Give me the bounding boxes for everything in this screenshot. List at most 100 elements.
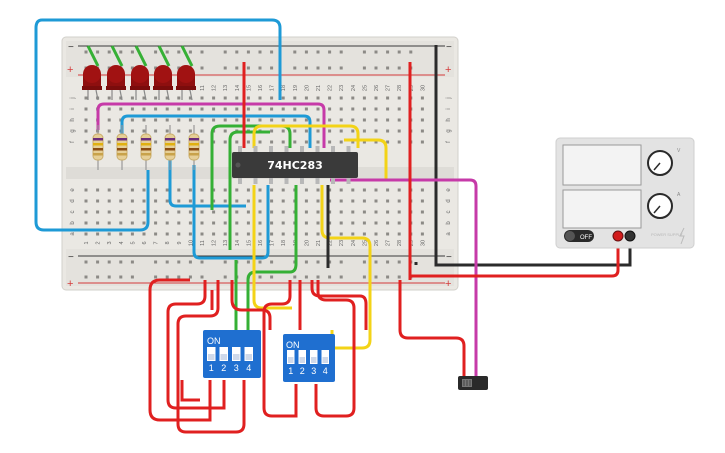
slide-switch[interactable] [458,376,488,390]
rail-minus-top-right: − [446,42,452,53]
breadboard-hole [316,188,320,192]
rail-hole [200,260,204,264]
column-number-top: 27 [386,85,392,91]
rail-minus-top-left: − [68,42,74,53]
breadboard-hole [420,199,424,203]
rail-hole [397,66,401,70]
breadboard-hole [420,107,424,111]
column-number-bottom: 28 [397,240,403,246]
breadboard-hole [223,129,227,133]
breadboard-hole [246,96,250,100]
breadboard-hole [339,232,343,236]
row-letter: h [446,118,452,121]
breadboard-hole [165,199,169,203]
rail-minus-bottom-right: − [446,252,452,263]
rail-minus-bottom-left: − [68,252,74,263]
breadboard-hole [397,129,401,133]
breadboard-hole [177,129,181,133]
breadboard-hole [200,107,204,111]
wire-red-loop-left [180,290,214,402]
ic-pin [269,146,273,153]
rail-hole [397,260,401,264]
column-number-bottom: 23 [339,240,345,246]
column-number-bottom: 13 [223,240,229,246]
breadboard-hole [304,199,308,203]
row-letter: f [446,141,452,143]
breadboard-hole [304,96,308,100]
breadboard-hole [107,118,111,122]
breadboard-hole [119,188,123,192]
psu-positive-terminal[interactable] [612,230,624,242]
column-number-top: 22 [328,85,334,91]
breadboard-hole [246,118,250,122]
breadboard-hole [177,199,181,203]
breadboard-hole [154,140,158,144]
rail-hole [246,66,250,70]
breadboard-hole [223,107,227,111]
rail-hole [293,66,297,70]
breadboard-hole [270,232,274,236]
breadboard-hole [188,129,192,133]
row-letter: b [70,221,76,225]
breadboard-hole [84,232,88,236]
breadboard-hole [223,140,227,144]
breadboard-hole [84,118,88,122]
rail-hole [304,275,308,279]
breadboard-hole [304,210,308,214]
breadboard-hole [84,140,88,144]
breadboard-hole [362,129,366,133]
rail-hole [362,275,366,279]
breadboard-hole [258,107,262,111]
breadboard-hole [200,199,204,203]
rail-hole [316,50,320,54]
row-letter: d [70,199,76,202]
column-number-bottom: 16 [258,240,264,246]
breadboard-hole [339,221,343,225]
breadboard-hole [293,118,297,122]
breadboard-hole [386,188,390,192]
breadboard-hole [397,96,401,100]
rail-hole [386,275,390,279]
column-number-bottom: 7 [154,241,160,244]
dip-2-on-label: ON [286,340,300,350]
column-number-top: 18 [281,85,287,91]
row-letter: b [446,221,452,225]
ic-pin [253,146,258,153]
breadboard-hole [258,199,262,203]
rail-hole [177,260,181,264]
psu-negative-terminal[interactable] [624,230,636,242]
breadboard-hole [374,199,378,203]
row-letter: f [70,141,76,143]
rail-hole [96,260,100,264]
rail-hole [270,275,274,279]
ic-pin [331,177,335,184]
breadboard-hole [397,140,401,144]
breadboard-hole [119,199,123,203]
breadboard-hole [130,107,134,111]
rail-hole [96,50,100,54]
resistor [92,125,104,170]
breadboard-hole [200,96,204,100]
breadboard-hole [397,221,401,225]
column-number-bottom: 30 [420,240,426,246]
breadboard-hole [84,129,88,133]
column-number-top: 28 [397,85,403,91]
breadboard-hole [165,118,169,122]
breadboard-hole [339,140,343,144]
column-number-top: 15 [246,85,252,91]
breadboard-hole [235,221,239,225]
rail-hole [130,275,134,279]
rail-hole [154,50,158,54]
column-number-bottom: 10 [188,240,194,246]
breadboard-hole [235,96,239,100]
breadboard-hole [212,210,216,214]
rail-hole [200,50,204,54]
breadboard-hole [328,140,332,144]
column-number-bottom: 6 [142,241,148,244]
dip-pin-label: 4 [246,363,251,373]
wire-yellow-2 [252,185,292,310]
